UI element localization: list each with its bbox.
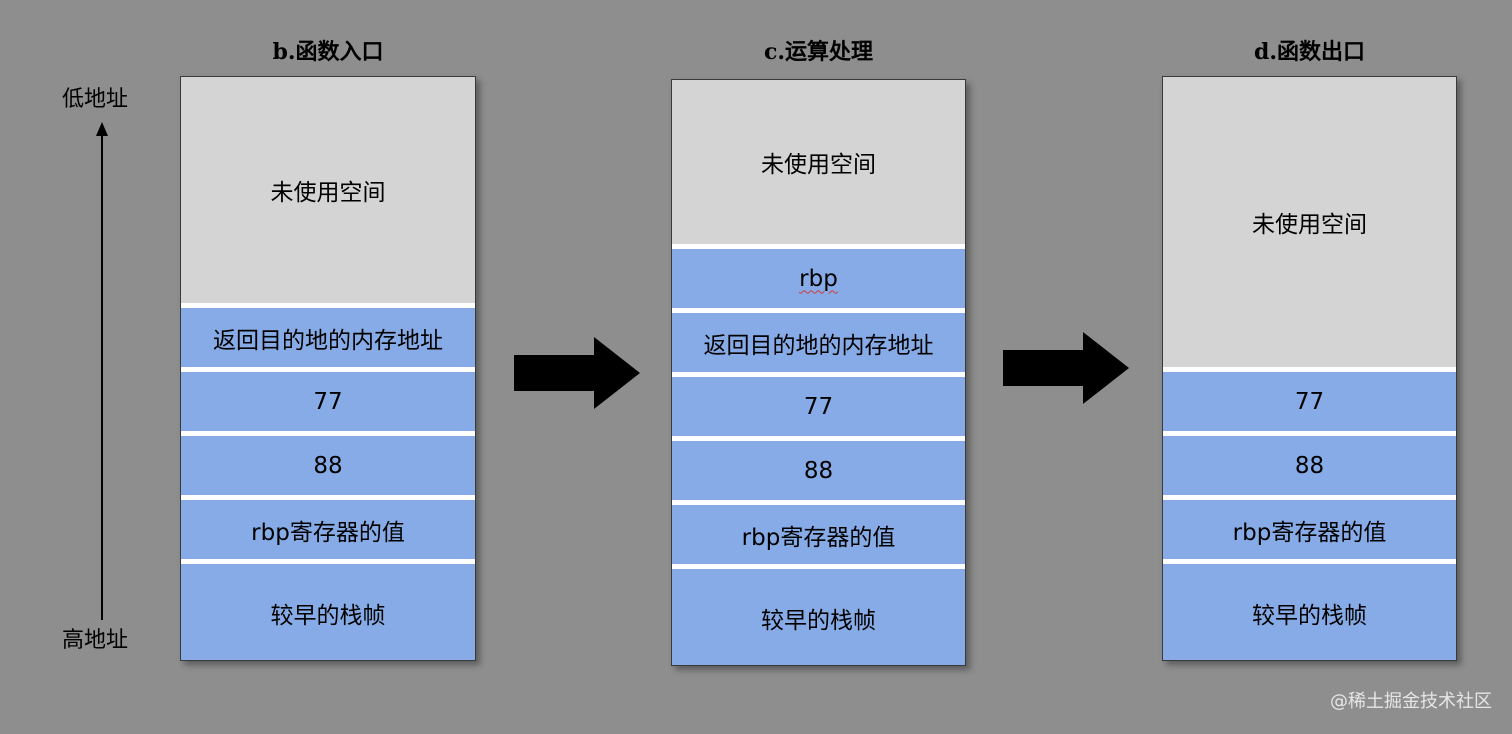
cell-label: 88 xyxy=(1294,452,1325,479)
stack-c-title: c.运算处理 xyxy=(763,39,874,65)
cell-label: 未使用空间 xyxy=(1252,212,1367,238)
stack-c-cell: 返回目的地的内存地址 xyxy=(672,313,965,372)
stack-d: 未使用空间 77 88 rbp寄存器的值 较早的栈帧 xyxy=(1162,76,1457,661)
low-address-label: 低地址 xyxy=(62,87,129,112)
stack-c-cell: rbp寄存器的值 xyxy=(672,505,965,564)
stack-c-cell: 较早的栈帧 xyxy=(672,569,965,665)
cell-label: 77 xyxy=(1294,388,1325,415)
cell-label: rbp寄存器的值 xyxy=(741,524,896,551)
stack-c-cell: 88 xyxy=(672,441,965,500)
watermark: @稀土掘金技术社区 xyxy=(1330,691,1492,712)
stack-c-cell: 未使用空间 xyxy=(672,80,965,244)
stack-b-cell: rbp寄存器的值 xyxy=(181,500,475,559)
right-arrow-icon xyxy=(514,337,640,409)
cell-label: 77 xyxy=(803,393,834,420)
stack-c: 未使用空间 rbp 返回目的地的内存地址 77 88 rbp寄存器的值 较早的栈… xyxy=(671,79,966,666)
stack-d-cell: 88 xyxy=(1163,436,1456,495)
stack-c-cell: rbp xyxy=(672,249,965,308)
stack-d-cell: rbp寄存器的值 xyxy=(1163,500,1456,559)
stack-d-cell: 77 xyxy=(1163,372,1456,431)
stack-b-cell: 77 xyxy=(181,372,475,431)
stack-b-cell: 较早的栈帧 xyxy=(181,564,475,660)
cell-label: rbp xyxy=(799,265,838,292)
cell-label: 较早的栈帧 xyxy=(270,602,386,629)
stack-b-cell: 88 xyxy=(181,436,475,495)
address-axis-arrow xyxy=(96,122,108,620)
cell-label: 返回目的地的内存地址 xyxy=(213,327,443,354)
stack-c-cell: 77 xyxy=(672,377,965,436)
stack-b-cell: 未使用空间 xyxy=(181,77,475,303)
high-address-label: 高地址 xyxy=(62,628,129,653)
cell-label: 88 xyxy=(313,452,343,479)
cell-label: rbp寄存器的值 xyxy=(1232,519,1387,546)
cell-label: 返回目的地的内存地址 xyxy=(703,332,934,359)
stack-b: 未使用空间 返回目的地的内存地址 77 88 rbp寄存器的值 较早的栈帧 xyxy=(180,76,476,661)
cell-label: 77 xyxy=(313,388,343,415)
stack-b-title: b.函数入口 xyxy=(272,39,384,65)
cell-label: rbp寄存器的值 xyxy=(251,519,405,546)
cell-label: 较早的栈帧 xyxy=(761,607,876,634)
stack-d-title: d.函数出口 xyxy=(1253,39,1366,65)
cell-label: 较早的栈帧 xyxy=(1252,602,1367,629)
stack-d-cell: 未使用空间 xyxy=(1163,77,1456,367)
cell-label: 未使用空间 xyxy=(761,152,876,178)
cell-label: 未使用空间 xyxy=(270,180,386,206)
stack-b-cell: 返回目的地的内存地址 xyxy=(181,308,475,367)
right-arrow-icon xyxy=(1003,332,1129,404)
cell-label: 88 xyxy=(803,457,834,484)
stack-d-cell: 较早的栈帧 xyxy=(1163,564,1456,660)
